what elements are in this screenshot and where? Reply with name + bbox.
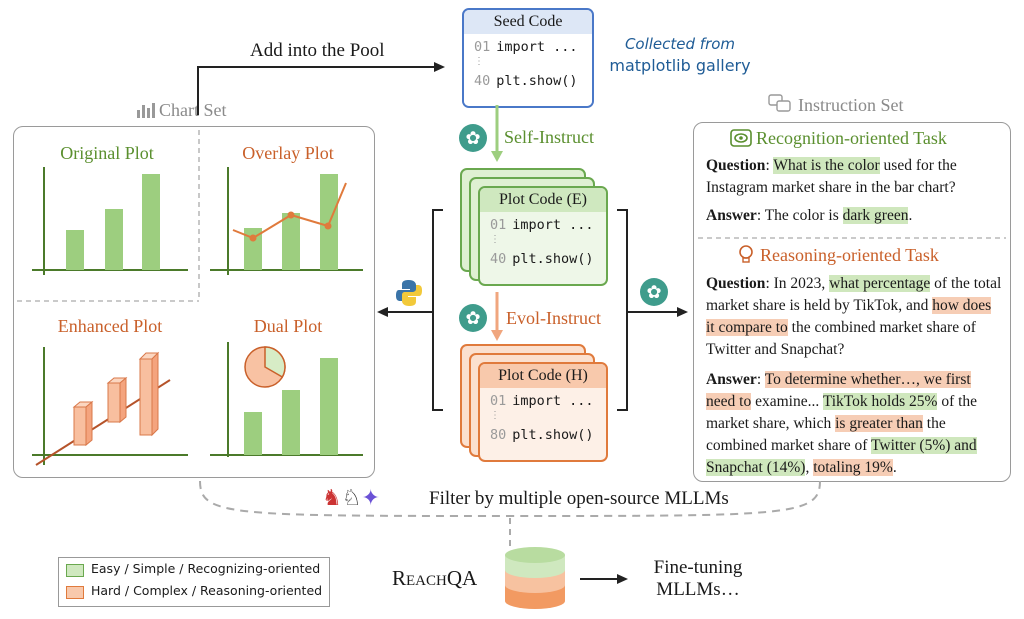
text-segment: is greater than xyxy=(835,415,923,432)
pie-chart xyxy=(244,346,286,388)
recognition-answer: Answer: The color is dark green. xyxy=(706,207,913,224)
chart-set-label: Chart Set xyxy=(136,100,227,123)
legend-hard: Hard / Complex / Reasoning-oriented xyxy=(91,583,323,598)
text-segment: : The color is xyxy=(756,207,843,224)
self-instruct-arrow xyxy=(491,105,503,162)
recognition-task-header: Recognition-oriented Task xyxy=(730,128,990,152)
dual-plot xyxy=(210,342,363,457)
dragon-icon: ♞ xyxy=(322,485,342,510)
text-segment: What is the color xyxy=(773,157,880,174)
text-segment: the combined market share of xyxy=(706,415,946,454)
text-segment: of the market share, which xyxy=(706,393,978,432)
text-segment: examine... xyxy=(751,393,823,410)
reasoning-task-header: Reasoning-oriented Task xyxy=(736,244,996,269)
database-icon xyxy=(505,547,565,609)
evol-instruct-arrow xyxy=(491,292,503,341)
openai-icon: ✿ xyxy=(459,304,487,332)
mllm-icons: ♞♘✦ xyxy=(322,485,380,511)
text-segment: . xyxy=(908,207,913,224)
reasoning-question: Question: In 2023, what percentage of th… xyxy=(706,275,1002,358)
enhanced-plot xyxy=(32,347,188,466)
add-to-pool-arrow xyxy=(197,62,445,115)
legend-swatch-hard xyxy=(66,586,84,599)
enhanced-plot-title: Enhanced Plot xyxy=(57,316,163,336)
seed-code-title: Seed Code xyxy=(464,10,592,34)
bar-chart-icon xyxy=(136,102,156,123)
recognition-task-title: Recognition-oriented Task xyxy=(756,128,947,148)
bar xyxy=(66,230,84,270)
reasoning-answer: Answer: To determine whether…, we first … xyxy=(706,371,978,476)
text-segment: : In 2023, xyxy=(765,275,830,292)
openai-icon: ✿ xyxy=(640,278,668,306)
code-brackets xyxy=(377,209,688,411)
add-to-pool-label: Add into the Pool xyxy=(250,40,385,61)
bar xyxy=(282,213,300,270)
chat-icon xyxy=(768,94,792,119)
recognition-question: Question: What is the color used for the… xyxy=(706,157,957,196)
seed-source-label: Collected from matplotlib gallery xyxy=(609,35,751,75)
finetune-label: Fine-tuning MLLMs… xyxy=(653,557,743,600)
text-segment: of the total market share is held by Tik… xyxy=(706,275,1002,314)
llama-icon: ♘ xyxy=(341,485,362,510)
reachqa-label: ReachQA xyxy=(392,566,478,590)
text-segment: , xyxy=(805,459,814,476)
lightbulb-icon xyxy=(736,244,756,269)
bar xyxy=(72,400,94,447)
chart-set-panel xyxy=(13,126,375,478)
filter-label: Filter by multiple open-source MLLMs xyxy=(425,488,733,510)
plot-code-h-title: Plot Code (H) xyxy=(480,364,606,388)
text-segment: : xyxy=(765,157,774,174)
legend-easy: Easy / Simple / Recognizing-oriented xyxy=(91,561,321,576)
openai-icon: ✿ xyxy=(459,124,487,152)
legend: Easy / Simple / Recognizing-oriented Har… xyxy=(58,557,330,607)
eye-icon xyxy=(730,129,752,152)
text-segment: dark green xyxy=(842,207,909,224)
evol-instruct-label: Evol-Instruct xyxy=(506,308,601,328)
original-plot-title: Original Plot xyxy=(60,143,154,163)
legend-swatch-easy xyxy=(66,564,84,577)
bar xyxy=(105,209,123,270)
filter-funnel-lines xyxy=(199,480,821,551)
text-segment: totaling 19% xyxy=(813,459,893,476)
text-segment: used for the Instagram market share in t… xyxy=(706,157,957,196)
instruction-set-title: Instruction Set xyxy=(798,95,904,115)
instruction-set-label: Instruction Set xyxy=(768,94,904,119)
chart-set-title: Chart Set xyxy=(159,100,227,120)
reasoning-task-title: Reasoning-oriented Task xyxy=(760,245,939,265)
bar xyxy=(282,390,300,455)
bar xyxy=(106,376,128,424)
bar xyxy=(138,351,160,437)
bar xyxy=(142,174,160,270)
overlay-plot-title: Overlay Plot xyxy=(242,143,334,163)
text-segment: the combined market share of Twitter and… xyxy=(706,319,976,358)
bar xyxy=(244,412,262,455)
python-icon xyxy=(394,278,424,313)
bar xyxy=(320,358,338,455)
instruction-divider xyxy=(698,237,1006,239)
text-segment: TikTok holds 25% xyxy=(822,393,938,410)
self-instruct-label: Self-Instruct xyxy=(504,127,594,147)
text-segment: what percentage xyxy=(829,275,931,292)
plot-code-e-title: Plot Code (E) xyxy=(480,188,606,212)
finetune-arrow xyxy=(580,574,628,584)
text-segment: : xyxy=(756,371,765,388)
chart-set-dividers xyxy=(17,130,200,302)
dual-plot-title: Dual Plot xyxy=(253,316,323,336)
text-segment: . xyxy=(892,459,897,476)
star-icon: ✦ xyxy=(361,485,380,510)
overlay-plot xyxy=(210,167,363,275)
bar xyxy=(244,228,262,270)
original-plot xyxy=(32,167,188,275)
